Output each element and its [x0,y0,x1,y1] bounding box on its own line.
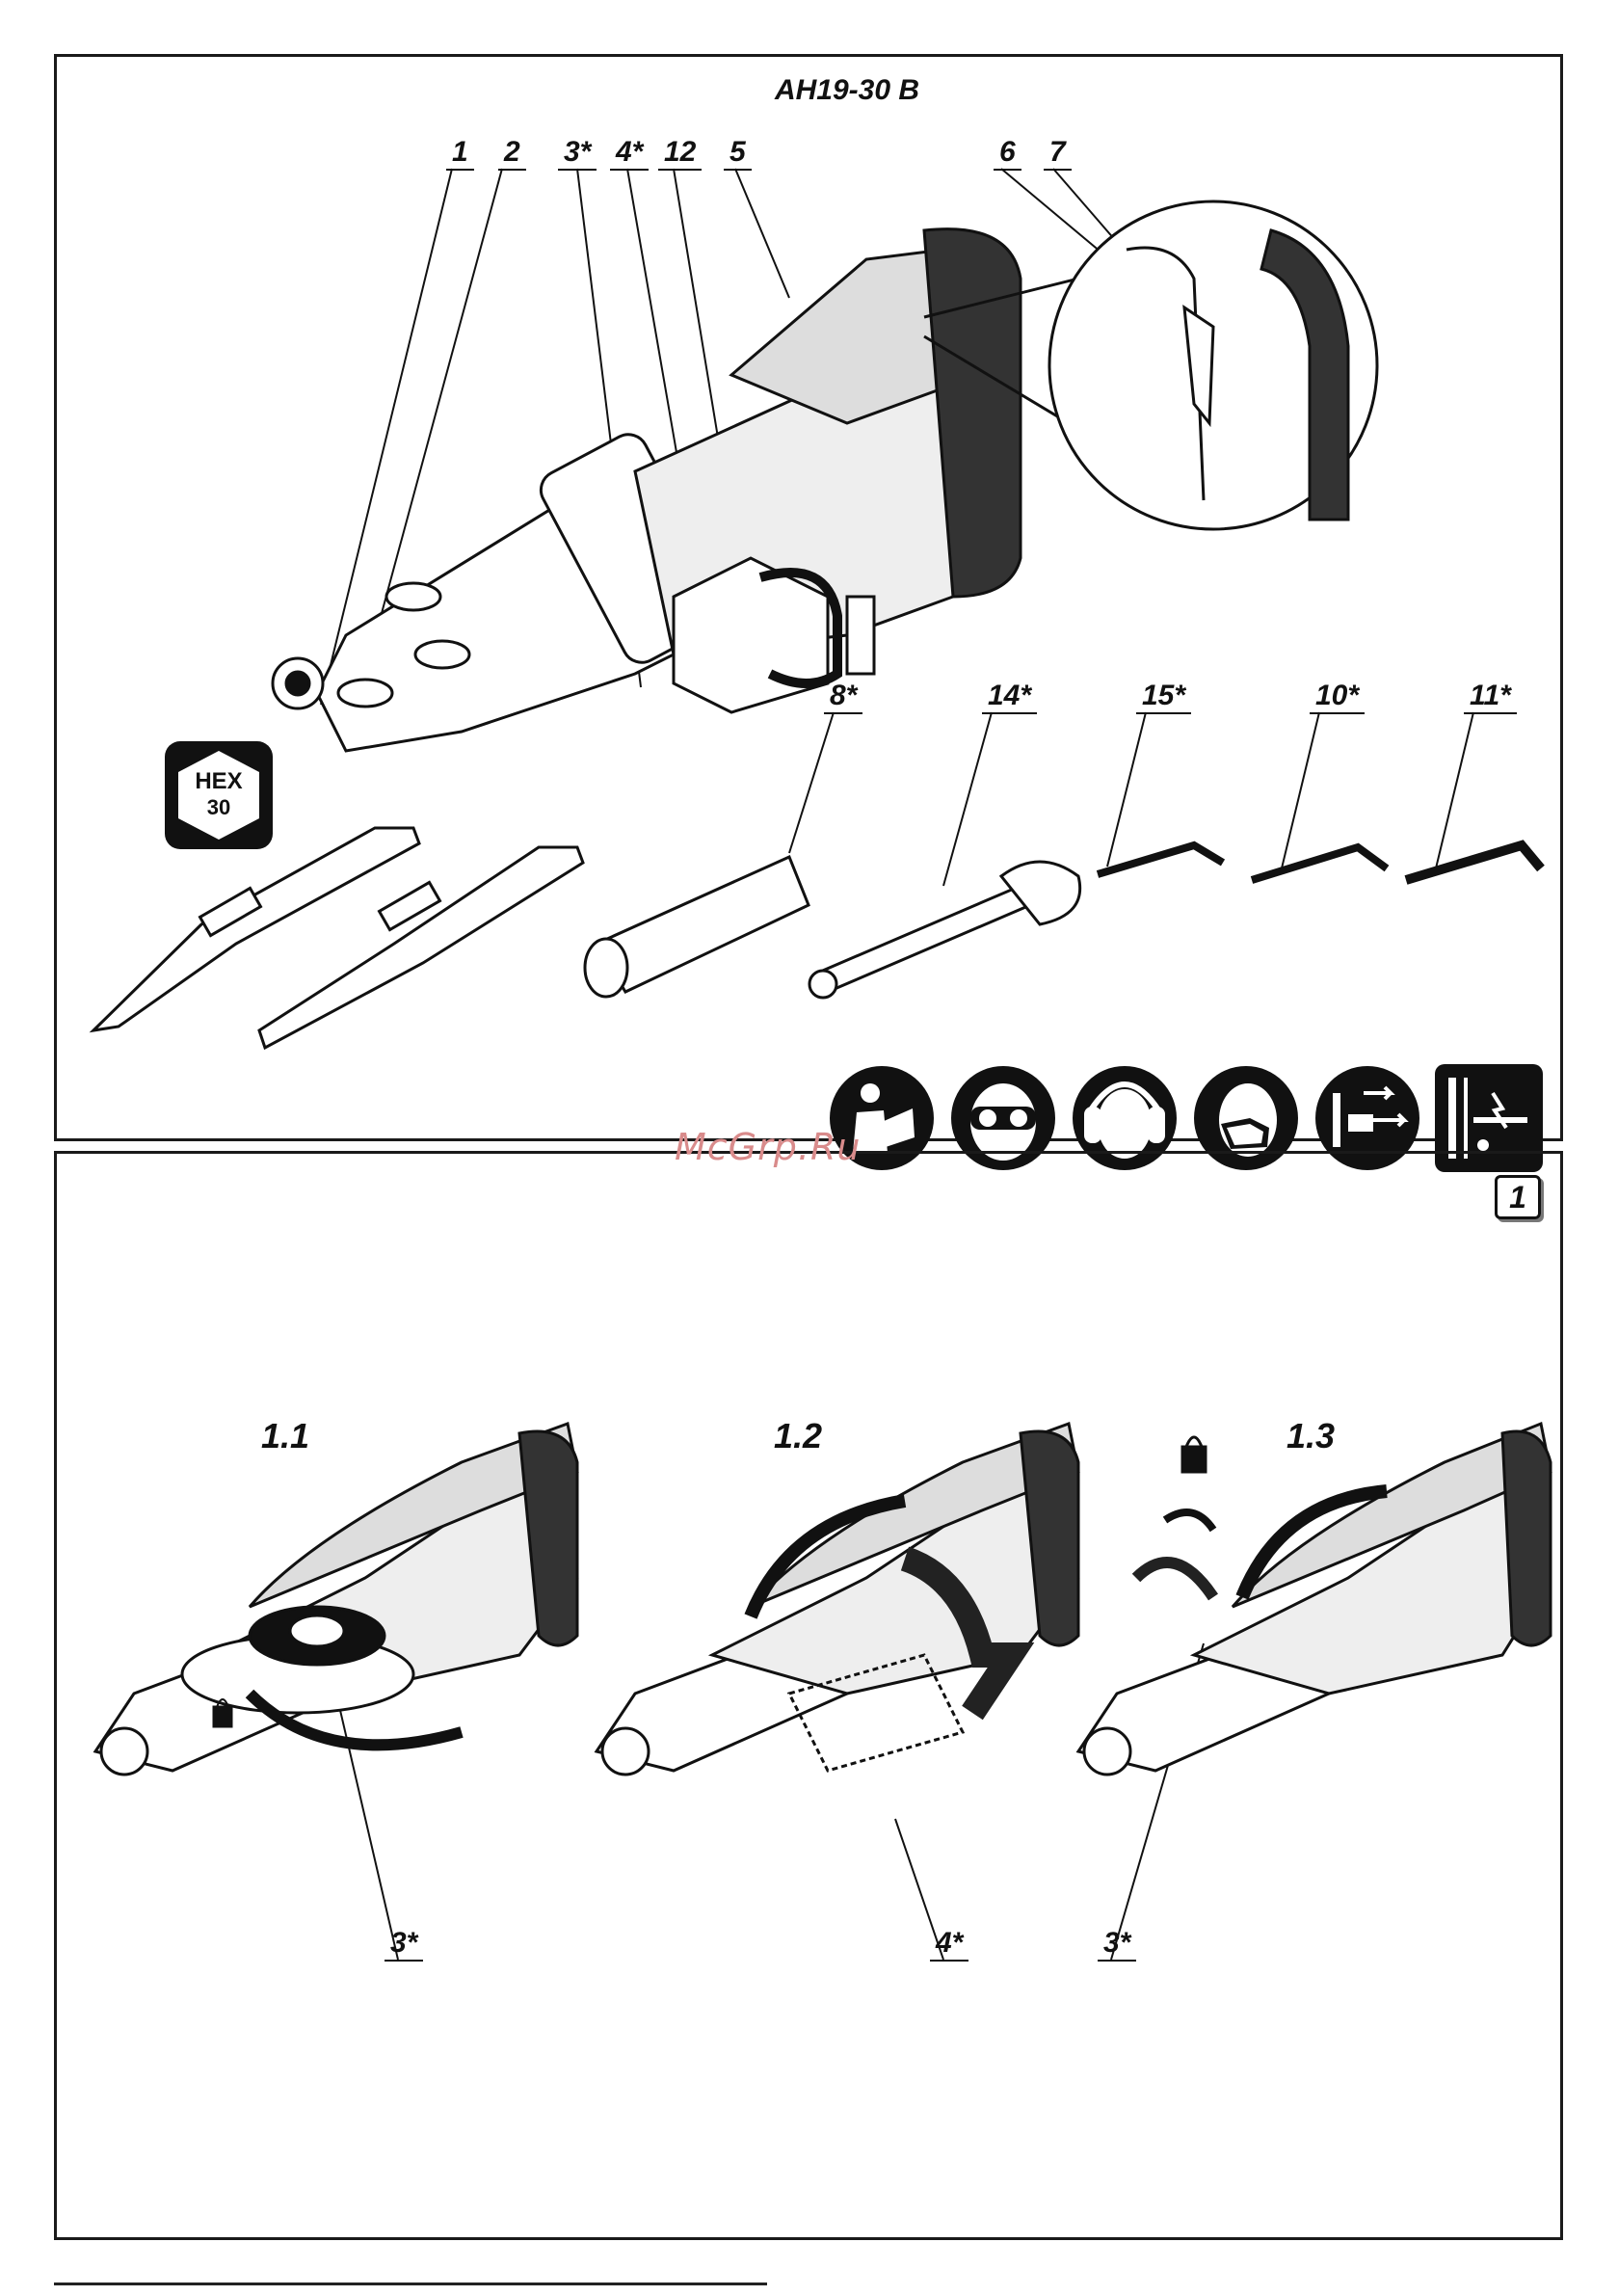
components-panel: AH19-30 B 1 2 3* 4* 12 5 6 7 8* 14* 15* … [54,54,1563,1141]
assembly-steps-panel: 1 1.1 1.2 1.3 3* 4* 3* [54,1151,1563,2240]
step-1-1-drawing [95,1424,577,1775]
demolition-hammer-drawing [57,57,1560,1138]
hex-text: HEX [165,768,273,795]
hex-shank-badge: HEX 30 [165,741,273,849]
assembly-steps-drawing [57,1154,1560,2237]
step-1-3-drawing [1078,1424,1551,1775]
step-1-2-drawing [597,1424,1078,1775]
watermark: McGrp.Ru [675,1126,861,1168]
footer-rule [54,2283,767,2285]
hex-size: 30 [165,795,273,820]
